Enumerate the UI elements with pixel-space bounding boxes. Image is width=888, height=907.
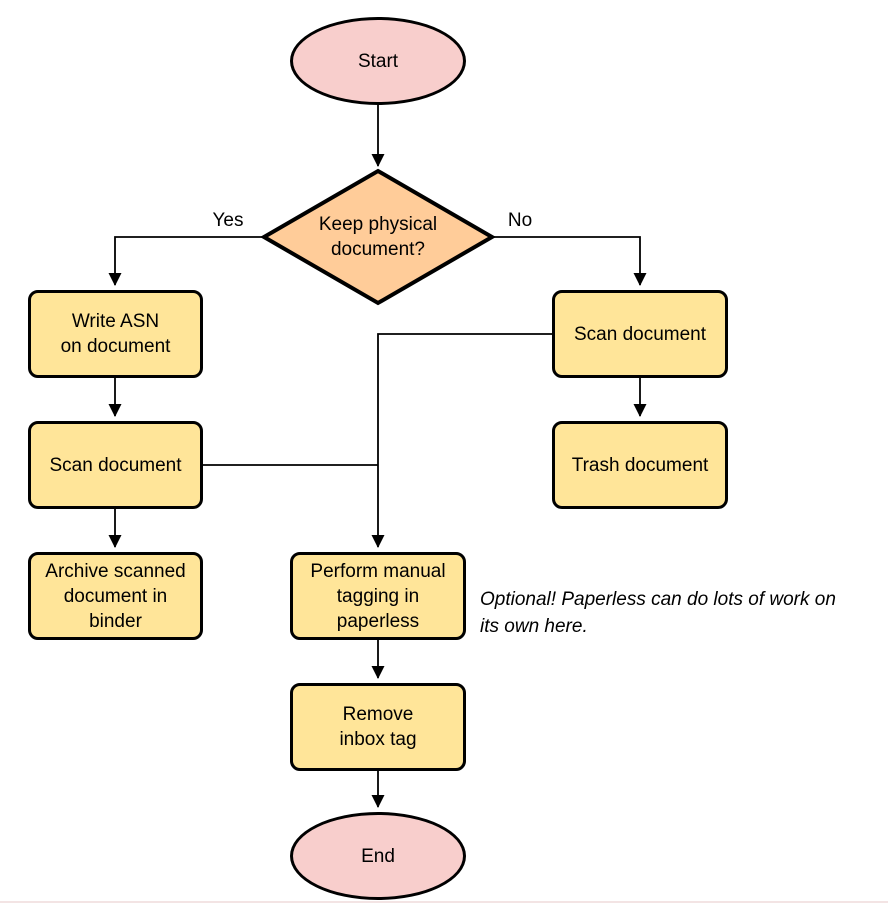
node-remove-inbox-tag-label: Remove inbox tag (339, 704, 417, 750)
node-write-asn: Write ASN on document (28, 290, 203, 378)
node-write-asn-label: Write ASN on document (60, 311, 171, 357)
decision-label-text: Keep physical document? (318, 214, 438, 260)
node-scan-document-right: Scan document (552, 290, 728, 378)
node-scan-document-left-label: Scan document (49, 454, 182, 476)
node-manual-tagging: Perform manual tagging in paperless (290, 552, 466, 640)
node-trash-document-label: Trash document (571, 454, 709, 476)
node-decision-label: Keep physical document? (278, 195, 478, 279)
node-start-label: Start (357, 50, 399, 72)
node-remove-inbox-tag: Remove inbox tag (290, 683, 466, 771)
node-manual-tagging-label: Perform manual tagging in paperless (310, 560, 446, 632)
decision-diamond-shape (260, 168, 496, 306)
edge-label-no: No (507, 210, 533, 231)
node-scan-document-left: Scan document (28, 421, 203, 509)
node-trash-document: Trash document (552, 421, 728, 509)
optional-note: Optional! Paperless can do lots of work … (480, 589, 836, 637)
edge-decision-no-to-scan-right (492, 236, 647, 286)
node-start: Start (290, 17, 466, 105)
node-end: End (290, 812, 466, 900)
node-archive-binder: Archive scanned document in binder (28, 552, 203, 640)
edge-decision-yes-to-write-asn (108, 236, 264, 286)
node-archive-binder-label: Archive scanned document in binder (45, 560, 186, 632)
node-end-label: End (361, 845, 395, 867)
edge-scan-right-to-tagging (371, 333, 552, 548)
edge-label-yes: Yes (212, 210, 244, 231)
node-scan-document-right-label: Scan document (573, 323, 707, 345)
bottom-rule (0, 901, 888, 903)
